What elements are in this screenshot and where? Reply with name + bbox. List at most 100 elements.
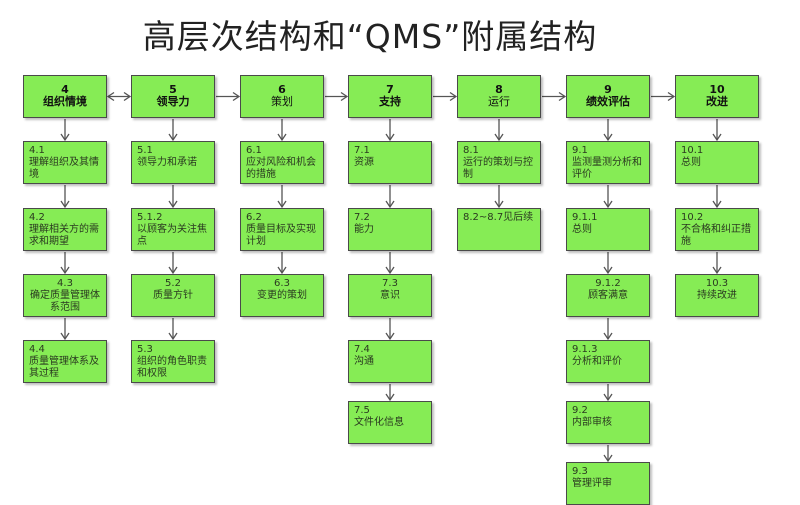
sub-clause-number: 9.1.2 [595,278,621,289]
sub-clause-number: 7.5 [354,405,370,416]
clause-number: 10 [709,83,725,96]
clause-label: 策划 [271,95,293,108]
arrow-down-icon [603,445,613,463]
clause-label: 领导力 [156,95,190,108]
sub-clause-number: 10.2 [681,212,704,223]
arrow-down-icon [60,119,70,142]
sub-clause-text: 监测量测分析和评价 [572,157,642,180]
arrow-down-icon [277,119,287,142]
sub-clause-number: 6.2 [246,212,262,223]
sub-clause-number: 7.1 [354,145,370,156]
sub-clause-number: 6.3 [274,278,290,289]
sub-clause-number: 5.1 [137,145,153,156]
sub-clause-number: 4.3 [57,278,73,289]
sub-clause-number: 9.1.1 [572,212,598,223]
arrow-down-icon [168,318,178,341]
sub-clause-number: 7.4 [354,344,370,355]
arrow-right-icon [651,91,676,102]
sub-clause-number: 9.1 [572,145,588,156]
sub-clause-text: 总则 [572,224,592,235]
sub-clause-text: 沟通 [354,356,374,367]
arrow-down-icon [712,185,722,209]
sub-clause-text: 应对风险和机会的措施 [246,157,316,180]
arrow-down-icon [712,119,722,142]
sub-clause-number: 9.1.3 [572,344,598,355]
arrow-down-icon [60,318,70,341]
clause-label: 改进 [706,95,728,108]
arrow-down-icon [603,119,613,142]
sub-clause-text: 管理评审 [572,478,612,489]
arrow-down-icon [603,185,613,209]
arrow-down-icon [385,252,395,275]
sub-clause-text: 不合格和纠正措施 [681,224,751,247]
sub-clause-text: 质量方针 [153,290,193,301]
sub-clause-text: 8.2~8.7见后续 [463,212,534,223]
arrow-down-icon [277,252,287,275]
sub-clause-text: 分析和评价 [572,356,622,367]
sub-clause-number: 5.3 [137,344,153,355]
arrow-down-icon [494,185,504,209]
clause-label: 绩效评估 [586,95,630,108]
sub-clause-box[interactable]: 8.2~8.7见后续 [457,208,541,251]
arrow-right-icon [433,91,458,102]
clause-number: 7 [386,83,394,96]
arrow-right-icon [216,91,241,102]
sub-clause-text: 理解相关方的需求和期望 [29,224,99,247]
sub-clause-text: 内部审核 [572,417,612,428]
arrow-down-icon [385,384,395,402]
arrow-down-icon [60,252,70,275]
arrow-down-icon [277,185,287,209]
arrow-down-icon [168,252,178,275]
sub-clause-text: 意识 [380,290,400,301]
sub-clause-number: 7.3 [382,278,398,289]
sub-clause-number: 6.1 [246,145,262,156]
arrow-down-icon [385,119,395,142]
arrow-down-icon [168,119,178,142]
arrow-down-icon [603,318,613,341]
arrow-down-icon [603,252,613,275]
clause-label: 支持 [379,95,401,108]
clause-number: 9 [604,83,612,96]
arrow-down-icon [168,185,178,209]
sub-clause-text: 质量目标及实现计划 [246,224,316,247]
sub-clause-number: 4.2 [29,212,45,223]
sub-clause-number: 5.2 [165,278,181,289]
arrow-bidirectional-icon [106,91,132,102]
sub-clause-text: 以顾客为关注焦点 [137,224,207,247]
page-title: 高层次结构和“QMS”附属结构 [142,17,598,56]
